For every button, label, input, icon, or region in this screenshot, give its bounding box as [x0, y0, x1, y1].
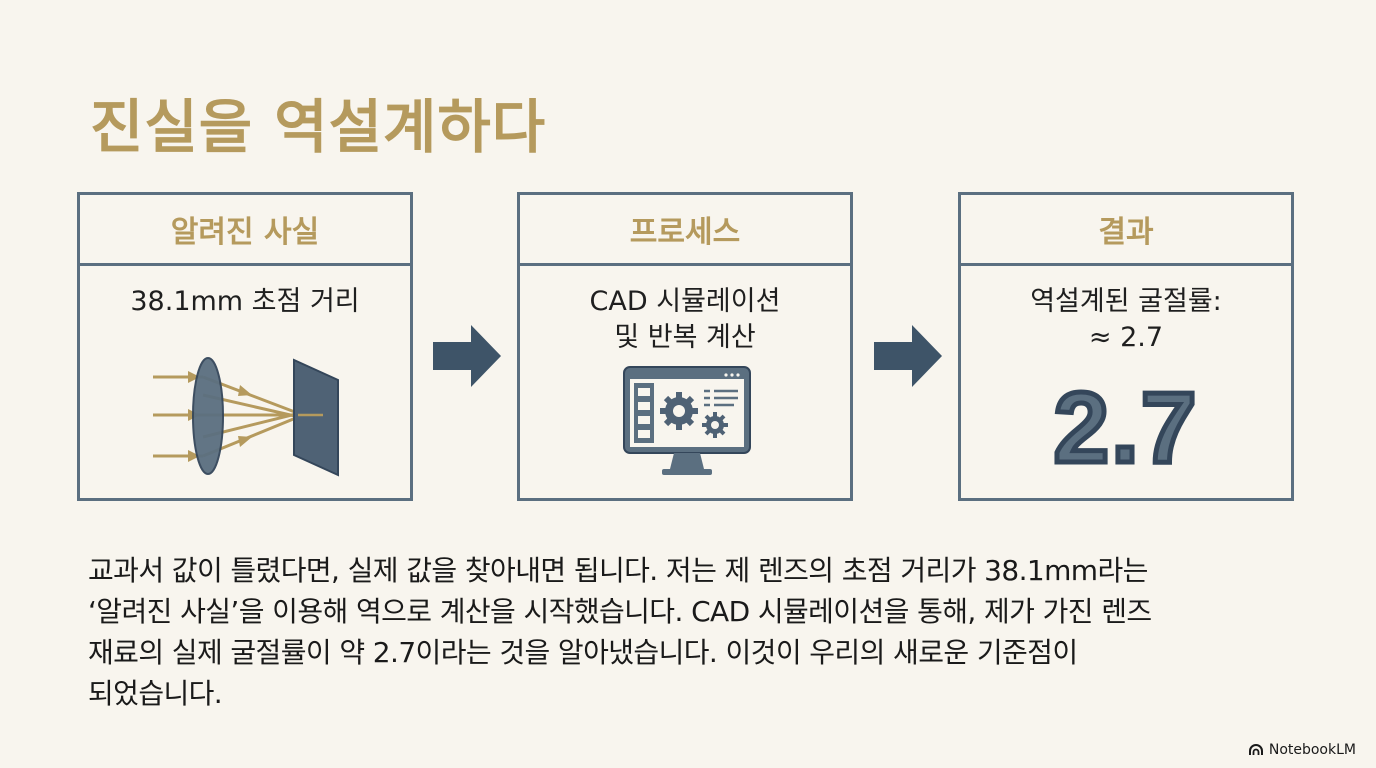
process-header: 프로세스 — [520, 195, 850, 266]
refractive-index-value: 2.7 — [1051, 370, 1199, 487]
process-text-line1: CAD 시뮬레이션 — [589, 286, 781, 317]
result-text-line2: ≈ 2.7 — [1088, 322, 1164, 353]
known-fact-header: 알려진 사실 — [80, 195, 410, 266]
right-arrow-icon — [874, 325, 942, 387]
known-fact-text: 38.1mm 초점 거리 — [130, 286, 360, 317]
brand-label: NotebookLM — [1268, 742, 1356, 758]
result-header: 결과 — [961, 195, 1291, 266]
result-box: 결과 역설계된 굴절률: ≈ 2.7 2.7 — [958, 192, 1294, 501]
process-box: 프로세스 CAD 시뮬레이션 및 반복 계산 — [517, 192, 853, 501]
footer-brand: NotebookLM — [1248, 742, 1356, 758]
lens-focus-icon — [153, 357, 339, 477]
result-text-line1: 역설계된 굴절률: — [1030, 286, 1222, 317]
body-line: ‘알려진 사실’을 이용해 역으로 계산을 시작했습니다. CAD 시뮬레이션을… — [88, 595, 1152, 628]
cad-monitor-icon — [623, 366, 751, 475]
page-title: 진실을 역설계하다 — [90, 93, 547, 161]
body-paragraph: 교과서 값이 틀렸다면, 실제 값을 찾아내면 됩니다. 저는 제 렌즈의 초점… — [88, 550, 1248, 714]
body-line: 되었습니다. — [88, 677, 223, 710]
known-fact-box: 알려진 사실 38.1mm 초점 거리 — [77, 192, 413, 501]
notebooklm-logo-icon — [1248, 744, 1263, 755]
right-arrow-icon — [433, 325, 501, 387]
body-line: 교과서 값이 틀렸다면, 실제 값을 찾아내면 됩니다. 저는 제 렌즈의 초점… — [88, 554, 1148, 587]
process-text-line2: 및 반복 계산 — [614, 322, 756, 353]
body-line: 재료의 실제 굴절률이 약 2.7이라는 것을 알아냈습니다. 이것이 우리의 … — [88, 636, 1078, 669]
